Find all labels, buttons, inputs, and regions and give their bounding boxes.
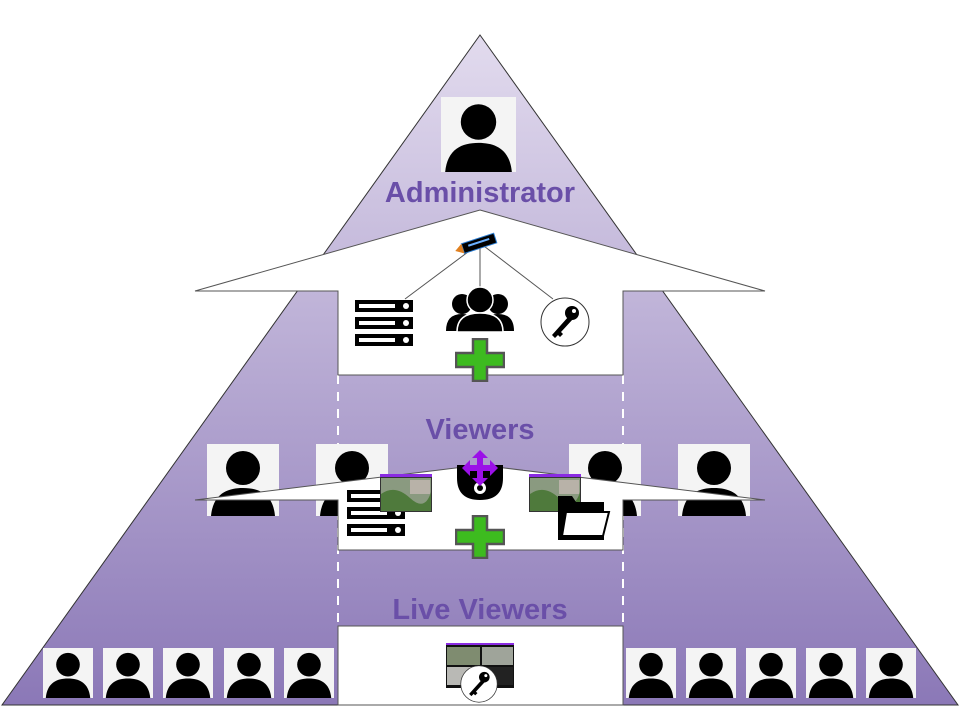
server-icon [355, 300, 413, 346]
administrator-person-icon [441, 97, 516, 172]
camera-view-thumbnail [380, 474, 432, 512]
live-viewer-person-icon [43, 648, 93, 698]
administrator-label: Administrator [385, 177, 575, 209]
live-viewer-person-icon [626, 648, 676, 698]
pencil-edit-icon [455, 232, 498, 254]
live-viewer-person-icon [866, 648, 916, 698]
folder-icon [558, 496, 611, 540]
live-viewer-person-icon [686, 648, 736, 698]
viewers-label: Viewers [425, 414, 534, 446]
live-viewer-person-icon [103, 648, 153, 698]
key-icon [540, 297, 590, 347]
live-viewer-person-icon [224, 648, 274, 698]
live-viewer-person-icon [163, 648, 213, 698]
live-viewers-label: Live Viewers [392, 594, 567, 626]
users-group-icon [446, 286, 514, 333]
viewer-person-icon [207, 444, 279, 516]
live-viewer-person-icon [746, 648, 796, 698]
move-arrows-icon [462, 450, 498, 486]
viewer-person-icon [678, 444, 750, 516]
live-viewer-person-icon [284, 648, 334, 698]
live-viewer-person-icon [806, 648, 856, 698]
key-icon [460, 665, 498, 703]
